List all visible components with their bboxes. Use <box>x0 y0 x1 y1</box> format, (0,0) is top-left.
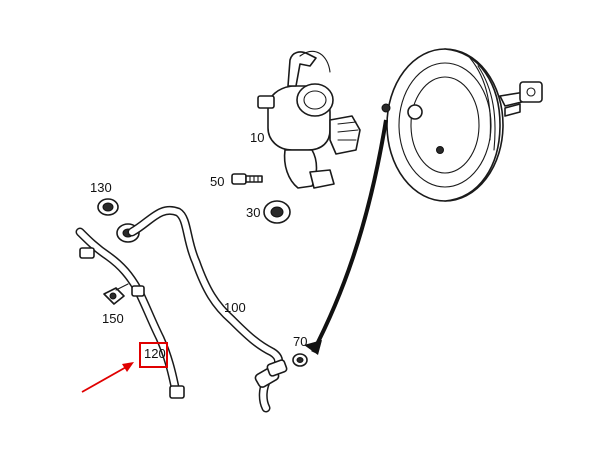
connection-arrow <box>311 119 388 353</box>
callout-100: 100 <box>224 300 246 315</box>
vacuum-line-120 <box>75 227 185 399</box>
washer-70 <box>292 353 308 367</box>
highlight-box <box>139 342 168 368</box>
grommet-30 <box>263 200 291 224</box>
callout-130: 130 <box>90 180 112 195</box>
clip-150 <box>103 283 129 305</box>
vacuum-line-100 <box>127 205 288 413</box>
callout-120: 120 <box>144 346 166 361</box>
connection-arrow-head <box>304 340 322 355</box>
brake-booster <box>381 48 543 202</box>
callout-10: 10 <box>250 130 264 145</box>
bolt-50 <box>231 173 263 185</box>
callout-30: 30 <box>246 205 260 220</box>
highlight-arrow <box>81 362 134 393</box>
callout-70: 70 <box>293 334 307 349</box>
vacuum-pump <box>257 50 361 189</box>
callout-50: 50 <box>210 174 224 189</box>
callout-150: 150 <box>102 311 124 326</box>
